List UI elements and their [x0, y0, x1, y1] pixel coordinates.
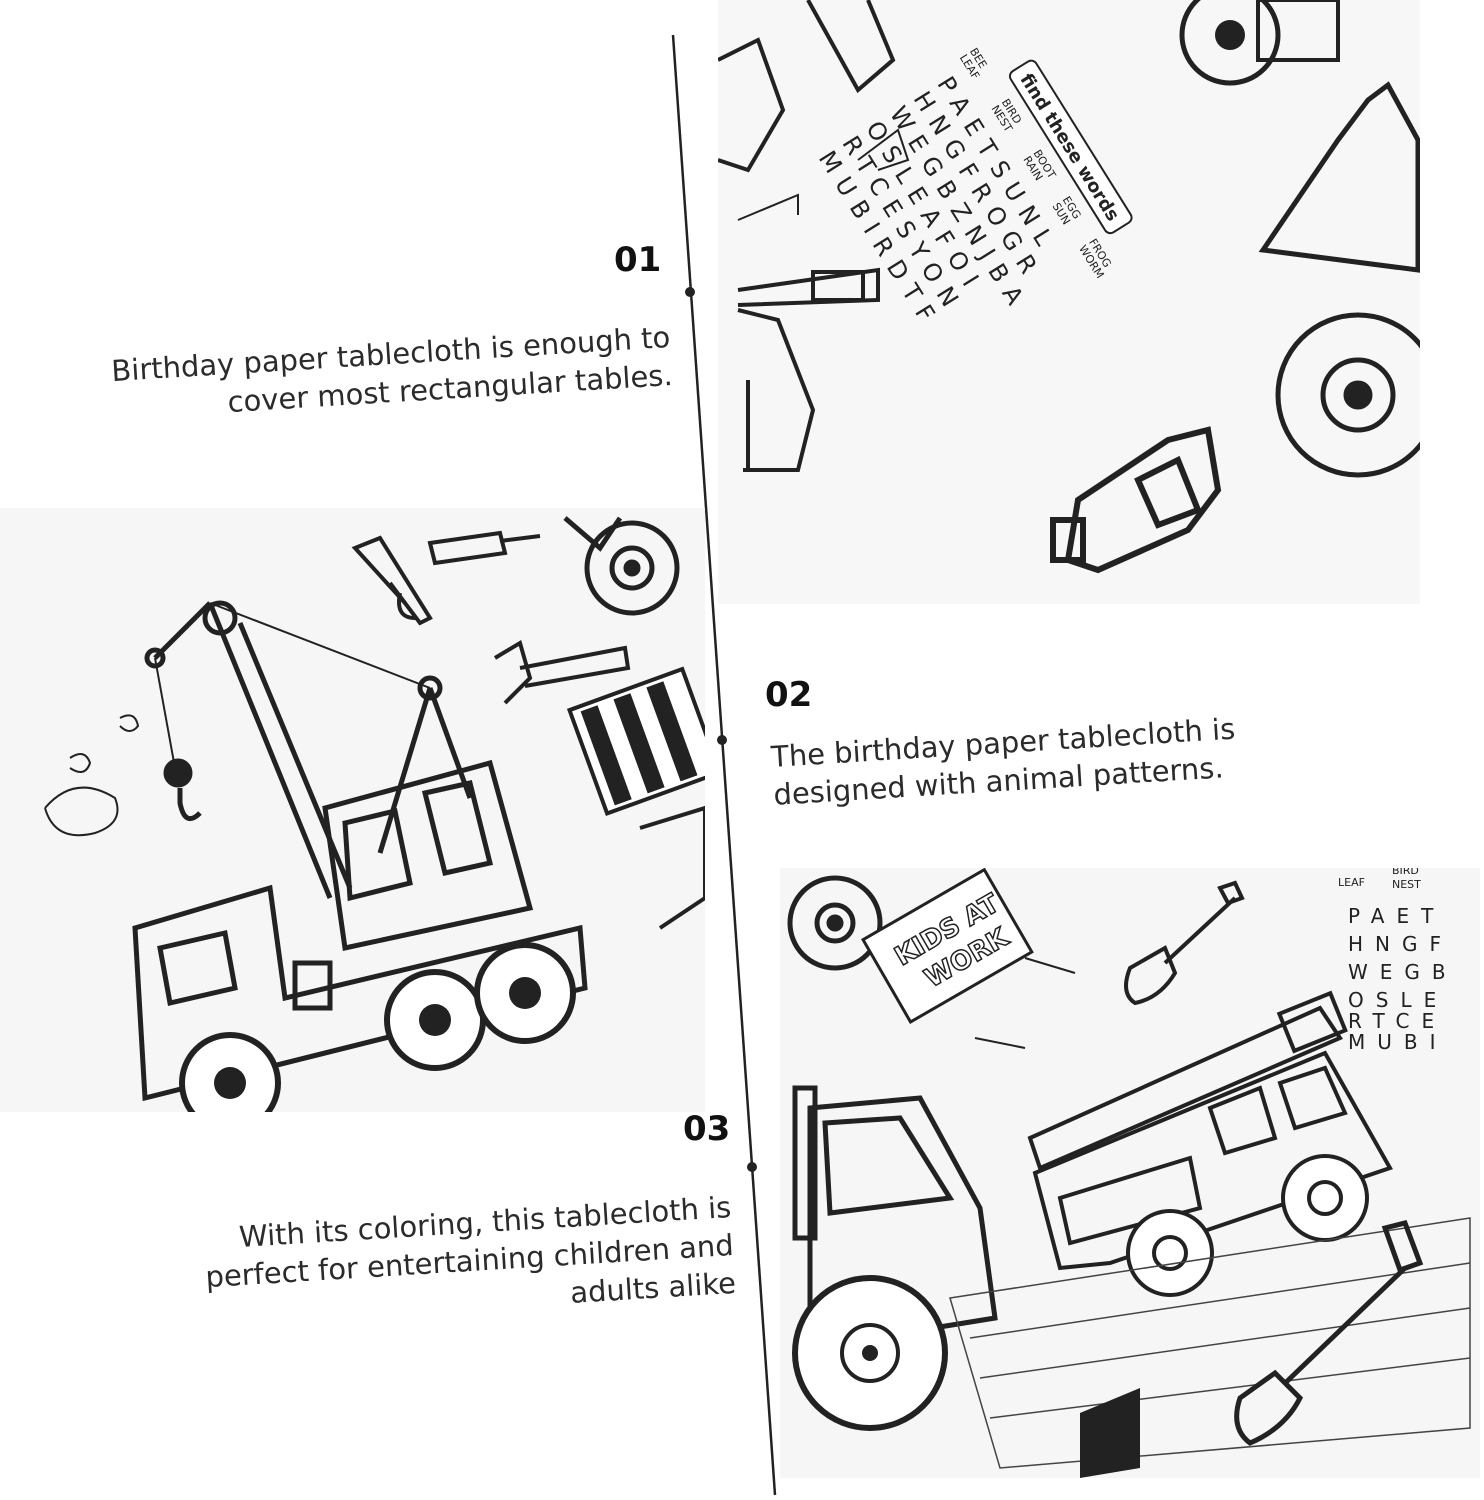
- wheel-icon: [179, 942, 576, 1112]
- hammer-icon: [493, 639, 631, 705]
- word-nest: NEST: [1392, 878, 1421, 891]
- barrier-icon: [566, 666, 705, 930]
- grid-row-2: HNGF: [1348, 932, 1453, 956]
- brick-ground: [949, 1217, 1471, 1469]
- rocks-icon: [44, 714, 140, 837]
- timeline-dot-2: [717, 735, 727, 745]
- grid-row-3: WEGB: [1348, 960, 1458, 984]
- caution-sign-icon: [718, 0, 896, 173]
- fire-truck-icon: [737, 267, 880, 472]
- crane-arm-icon: [144, 600, 473, 899]
- tool-sketch-icon: [737, 128, 910, 221]
- photo-fire-truck: LEAF BIRD NEST PAET HNGF WEGB OSLE RTCE …: [780, 868, 1480, 1478]
- crane-cab-icon: [322, 759, 534, 952]
- wheel-icon: [563, 516, 680, 616]
- grid-row-4: OSLE: [1348, 988, 1448, 1012]
- grid-row-5: RTCE: [1348, 1009, 1446, 1033]
- wrench-icon: [351, 535, 433, 626]
- step-number-03: 03: [683, 1109, 731, 1149]
- grid-row-6: MUBI: [1348, 1030, 1448, 1054]
- shovel-icon: [1124, 880, 1245, 1006]
- photo-crane-truck: [0, 508, 705, 1112]
- truck-body-icon: [132, 884, 588, 1102]
- timeline-dot-1: [685, 287, 695, 297]
- step-number-01: 01: [614, 240, 662, 280]
- barrier-icon: [1080, 1388, 1140, 1478]
- dump-truck-icon: [1258, 81, 1420, 478]
- word-leaf: LEAF: [1338, 876, 1365, 889]
- fire-truck-icon: [1027, 990, 1393, 1297]
- grid-row-1: PAET: [1348, 904, 1445, 928]
- wheel-icon: [1179, 0, 1340, 86]
- photo-word-search: find these words BEE LEAF BIRD NEST BOOT…: [718, 0, 1420, 604]
- shovel-icon: [1234, 1220, 1424, 1446]
- word-bird: BIRD: [1392, 868, 1419, 877]
- timeline-dot-3: [747, 1162, 757, 1172]
- screwdriver-icon: [427, 530, 541, 566]
- wheel-icon: [787, 875, 883, 971]
- wheel-icon: [792, 1275, 948, 1431]
- truck-icon: [1050, 426, 1222, 574]
- step-number-02: 02: [765, 675, 813, 715]
